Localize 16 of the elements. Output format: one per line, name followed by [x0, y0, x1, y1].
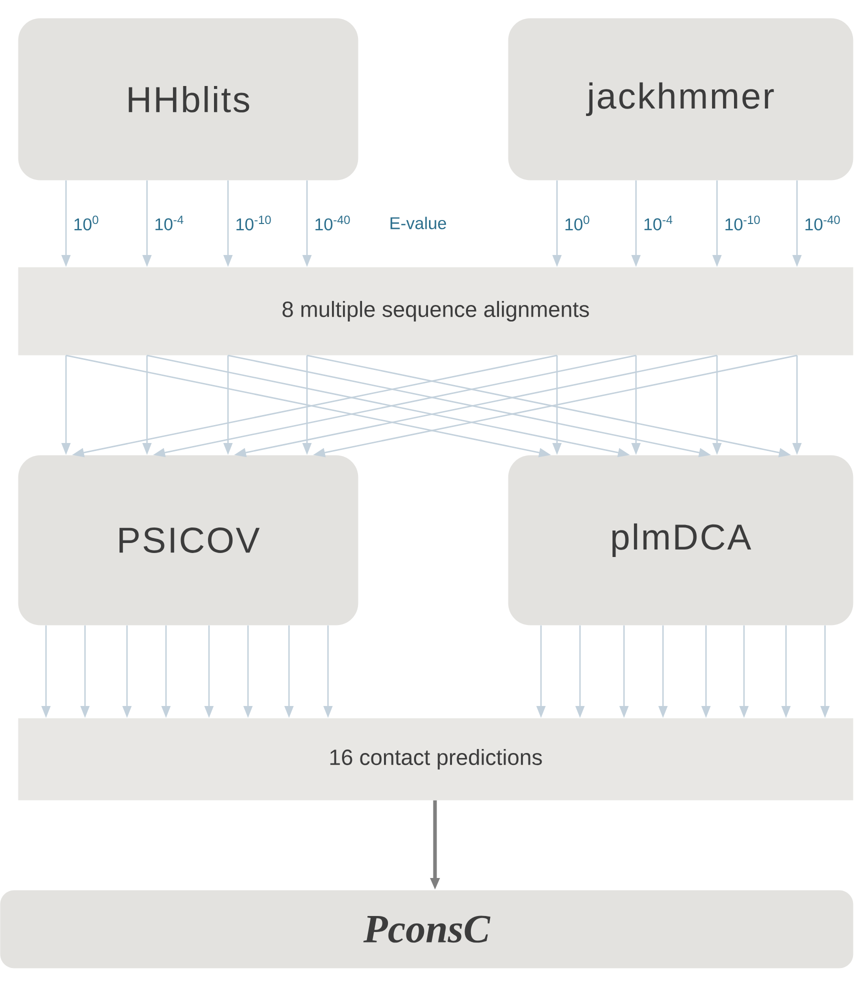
tool-box: HHblits: [18, 18, 358, 180]
tool-box: PSICOV: [18, 455, 358, 626]
edge-label: 10$^{-4}$: [642, 214, 674, 232]
band-box: 8 multiple sequence alignments: [18, 267, 854, 356]
edge-label: 10$^{-40}$: [313, 214, 352, 232]
edge-label: 10$^{-10}$: [234, 214, 273, 232]
band-box: 16 contact predictions: [18, 718, 854, 800]
edge-label: 10$^{0}$: [563, 214, 592, 232]
tool-box: jackhmmer: [508, 18, 854, 180]
edge-label: 10$^{-4}$: [153, 214, 186, 232]
axis-label: E-value: [390, 216, 446, 230]
edge-label: 10$^{0}$: [72, 214, 100, 232]
edge-label: 10$^{-40}$: [803, 214, 842, 232]
tool-box: plmDCA: [508, 455, 854, 626]
edge-label: 10$^{-10}$: [723, 214, 762, 232]
output-box: PconsC: [0, 890, 854, 968]
